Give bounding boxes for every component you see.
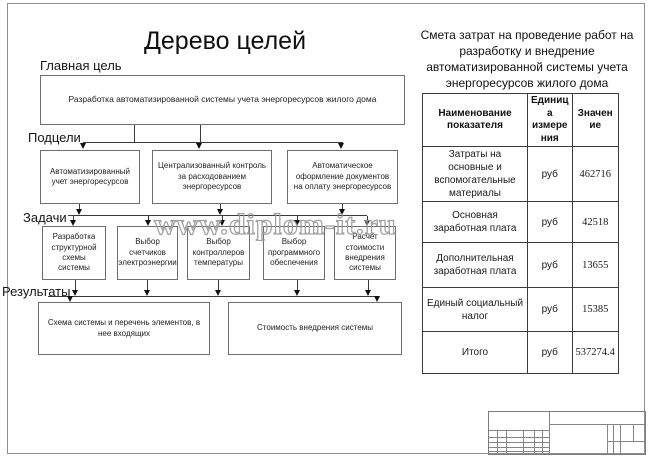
table-header-row: Наименование показателя Единиц а измере … [422,93,619,147]
row-value: 15385 [571,287,619,332]
connector-line [222,216,223,220]
stamp-line [607,441,645,442]
row-name: Дополнительная заработная плата [422,242,528,288]
connector-line [297,280,298,290]
connector-line [68,215,367,216]
arrow-down-icon [75,209,82,215]
stamp-line [497,430,498,454]
watermark-text: www.diplom-it.ru [153,207,397,241]
section-label-main-goal: Главная цель [40,58,122,73]
arrow-down-icon [364,290,371,296]
table-row: Итого руб 537274.4 [422,331,619,374]
stamp-line [633,424,634,442]
row-unit: руб [527,287,573,332]
connector-line [75,280,76,290]
stamp-line [534,430,535,454]
section-label-tasks: Задачи [23,210,67,225]
row-name: Итого [422,331,528,374]
arrow-down-icon [293,220,300,226]
stamp-line [489,451,549,452]
task-box: Выбор контроллеров температуры [187,226,250,280]
stamp-line [620,424,621,454]
table-row: Затраты на основные и вспомогательные ма… [422,146,619,202]
arrow-down-icon [143,290,150,296]
connector-line [368,280,369,290]
stamp-line [549,424,645,425]
task-box: Выбор счетчиков электроэнергии [117,226,178,280]
arrow-down-icon [216,209,223,215]
col-header-value: Значен ие [571,93,619,147]
subgoal-box: Автоматизированный учет энергоресурсов [40,150,140,204]
title-block-stamp [488,411,646,455]
arrow-down-icon [69,220,76,226]
stamp-line [489,442,549,443]
arrow-down-icon [214,290,221,296]
connector-line [79,204,80,210]
table-row: Дополнительная заработная плата руб 1365… [422,242,619,288]
result-box: Стоимость внедрения системы [228,302,402,355]
arrow-down-icon [66,296,73,302]
arrow-down-icon [71,290,78,296]
connector-line [218,280,219,290]
section-label-results: Результаты [2,284,71,299]
task-box: Выбор программного обеспечения [263,226,325,280]
row-value: 537274.4 [571,331,619,374]
connector-line [48,296,378,297]
row-value: 13655 [571,242,619,288]
result-box: Схема системы и перечень элементов, в не… [38,302,210,355]
row-unit: руб [527,146,573,202]
table-row: Единый социальный налог руб 15385 [422,287,619,332]
stamp-line [523,430,524,454]
diagram-title: Дерево целей [143,27,307,55]
col-header-name: Наименование показателя [422,93,528,147]
arrow-down-icon [293,290,300,296]
row-name: Основная заработная плата [422,201,528,243]
row-unit: руб [527,242,573,288]
stamp-line [549,412,550,454]
stamp-line [489,447,549,448]
stamp-line [489,430,549,431]
arrow-down-icon [338,209,345,215]
row-value: 462716 [571,146,619,202]
arrow-down-icon [363,220,370,226]
arrow-down-icon [373,296,380,302]
stamp-line [542,430,543,454]
connector-line [73,216,74,220]
arrow-down-icon [80,143,86,149]
col-header-unit: Единиц а измере ния [527,93,573,147]
arrow-down-icon [218,220,225,226]
stamp-line [506,430,507,454]
row-name: Затраты на основные и вспомогательные ма… [422,146,528,202]
arrow-down-icon [144,220,151,226]
connector-line [134,125,135,142]
estimate-title: Смета затрат на проведение работ на разр… [420,28,634,90]
table-row: Основная заработная плата руб 42518 [422,201,619,243]
row-unit: руб [527,331,573,374]
stamp-line [607,424,608,454]
row-unit: руб [527,201,573,243]
connector-line [148,216,149,220]
arrow-down-icon [196,143,202,149]
section-label-subgoals: Подцели [28,130,81,145]
connector-line [83,142,343,143]
page-border-frame [7,3,645,454]
subgoal-box: Централизованный контроль за расходовани… [152,150,272,204]
subgoal-box: Автоматическое оформление документов на … [287,150,398,204]
task-box: Разработка структурной схемы системы [42,226,106,280]
connector-line [297,216,298,220]
stamp-line [613,424,614,454]
stamp-line [489,437,549,438]
task-box: Расчет стоимости внедрения системы [334,226,396,280]
connector-line [342,204,343,210]
connector-line [367,216,368,220]
connector-line [200,125,201,142]
connector-line [147,280,148,290]
estimate-table: Наименование показателя Единиц а измере … [422,93,619,374]
main-goal-box: Разработка автоматизированной системы уч… [40,75,405,125]
row-value: 42518 [571,201,619,243]
arrow-down-icon [338,143,344,149]
connector-line [220,204,221,210]
row-name: Единый социальный налог [422,287,528,332]
